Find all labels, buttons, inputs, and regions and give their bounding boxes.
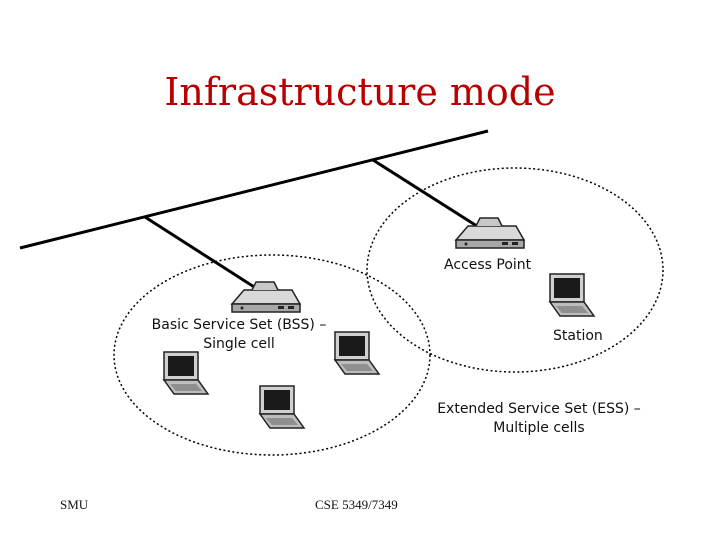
access-point-icon — [231, 281, 301, 313]
footer-center: CSE 5349/7349 — [315, 497, 398, 512]
access-point-label: Access Point — [444, 257, 532, 273]
ess-label-line1: Extended Service Set (ESS) – — [437, 401, 641, 417]
footer-left: SMU — [60, 497, 89, 512]
bss-cell-boundary — [113, 254, 431, 456]
ess-cell-boundary — [366, 167, 664, 373]
slide-title: Infrastructure mode — [164, 70, 556, 114]
laptop-icon — [163, 351, 209, 395]
access-point-icon — [455, 217, 525, 249]
bss-label: Basic Service Set (BSS) – Single cell — [128, 316, 350, 354]
bss-label-line1: Basic Service Set (BSS) – — [151, 317, 327, 333]
laptop-icon — [259, 385, 305, 429]
station-label: Station — [553, 328, 603, 344]
drop-line-bss — [144, 215, 263, 294]
bss-label-line2: Single cell — [203, 336, 275, 352]
backbone-line — [19, 129, 489, 250]
ess-label-line2: Multiple cells — [493, 420, 585, 436]
ess-label: Extended Service Set (ESS) – Multiple ce… — [404, 400, 674, 438]
drop-line-ess — [372, 158, 481, 230]
laptop-icon — [549, 273, 595, 317]
